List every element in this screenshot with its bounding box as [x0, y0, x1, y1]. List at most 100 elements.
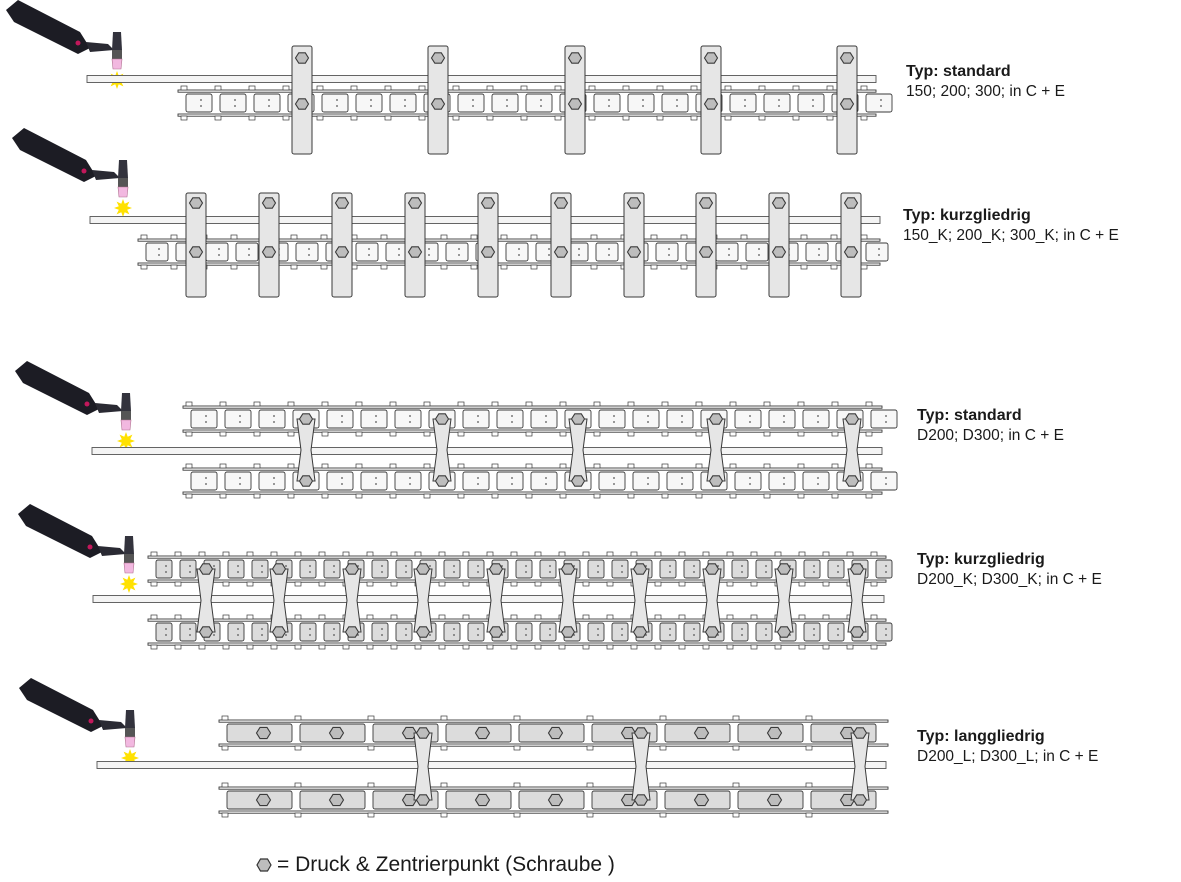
chain-pin	[390, 551, 398, 557]
chain-pin	[320, 234, 328, 240]
link-dot	[453, 634, 455, 636]
link-dot	[818, 248, 820, 250]
chain-pin	[630, 644, 638, 650]
chain-pin	[870, 581, 878, 587]
link-dot	[234, 105, 236, 107]
chain-pin	[384, 85, 392, 91]
screw-hexagon-icon	[766, 726, 783, 740]
chain-link	[539, 622, 557, 642]
legend: = Druck & Zentrierpunkt (Schraube )	[255, 853, 615, 877]
chain-pin	[185, 493, 193, 499]
chain-link	[632, 409, 660, 429]
chain-link	[219, 93, 247, 113]
link-dot	[239, 421, 241, 423]
chain-pin	[798, 551, 806, 557]
link-dot	[237, 565, 239, 567]
chain-link	[611, 622, 629, 642]
chain-pin	[246, 614, 254, 620]
type-label-row-2: Typ: kurzgliedrig 150_K; 200_K; 300_K; i…	[903, 206, 1119, 245]
welding-torch-icon	[12, 128, 129, 198]
link-dot	[234, 99, 236, 101]
link-dot	[341, 421, 343, 423]
torch-neck	[95, 403, 123, 413]
screw-hexagon-icon	[632, 563, 648, 575]
link-dot	[477, 565, 479, 567]
link-dot	[458, 248, 460, 250]
link-dot	[405, 628, 407, 630]
link-dot	[308, 248, 310, 250]
chain-link	[389, 93, 417, 113]
chain-pin	[253, 431, 261, 437]
type-variants: 150_K; 200_K; 300_K; in C + E	[903, 227, 1119, 244]
chain-link	[360, 409, 388, 429]
chain-pin	[559, 431, 567, 437]
chain-pin	[219, 401, 227, 407]
screw-hexagon-icon	[488, 626, 504, 638]
link-dot	[783, 477, 785, 479]
chain-pin	[270, 644, 278, 650]
link-dot	[597, 634, 599, 636]
link-dot	[375, 477, 377, 479]
chain-pin	[282, 85, 290, 91]
chain-pin	[659, 782, 667, 788]
chain-pin	[800, 234, 808, 240]
torch-neck	[98, 546, 126, 556]
chain-pin	[253, 463, 261, 469]
chain-link	[655, 242, 679, 262]
link-dot	[200, 105, 202, 107]
link-dot	[608, 248, 610, 250]
chain-pin	[486, 644, 494, 650]
chain-pin	[414, 551, 422, 557]
chain-pin	[470, 264, 478, 270]
link-dot	[213, 634, 215, 636]
chain-pin	[805, 782, 813, 788]
chain-pin	[870, 644, 878, 650]
chain-pin	[438, 614, 446, 620]
chain-pin	[798, 644, 806, 650]
screw-hexagon-icon	[188, 197, 204, 209]
screw-hexagon-icon	[553, 246, 569, 258]
screw-hexagon-icon	[298, 475, 314, 487]
cross-connector	[269, 568, 289, 633]
screw-hexagon-icon	[570, 413, 586, 425]
screw-hexagon-icon	[567, 52, 583, 64]
type-label-row-3: Typ: standard D200; D300; in C + E	[917, 406, 1064, 445]
screw-hexagon-icon	[633, 727, 649, 739]
torch-neck	[99, 720, 127, 730]
link-dot	[741, 565, 743, 567]
chain-pin	[384, 115, 392, 121]
screw-hexagon-icon	[415, 727, 431, 739]
type-variants: D200_K; D300_K; in C + E	[917, 571, 1102, 588]
link-dot	[578, 248, 580, 250]
link-dot	[525, 634, 527, 636]
chain-pin	[462, 614, 470, 620]
screw-hexagon-icon	[771, 197, 787, 209]
chain-pin	[150, 551, 158, 557]
chain-pin	[627, 431, 635, 437]
chain-pin	[680, 234, 688, 240]
link-dot	[261, 565, 263, 567]
screw-hexagon-icon	[703, 52, 719, 64]
chain-pin	[294, 782, 302, 788]
chain-pin	[294, 581, 302, 587]
link-dot	[511, 477, 513, 479]
link-dot	[405, 571, 407, 573]
chain-pin	[318, 614, 326, 620]
chain-pin	[763, 463, 771, 469]
link-dot	[453, 628, 455, 630]
chain-pin	[294, 551, 302, 557]
chain-pin	[846, 551, 854, 557]
chain-pin	[740, 264, 748, 270]
chain-link	[587, 622, 605, 642]
link-dot	[837, 634, 839, 636]
screw-hexagon-icon	[632, 626, 648, 638]
chain-pin	[513, 745, 521, 751]
chain-pin	[222, 581, 230, 587]
cross-connector	[413, 732, 433, 801]
chain-pin	[170, 234, 178, 240]
screw-hexagon-icon	[261, 246, 277, 258]
weld-spark-icon	[114, 199, 132, 217]
chain-pin	[606, 644, 614, 650]
link-dot	[778, 105, 780, 107]
